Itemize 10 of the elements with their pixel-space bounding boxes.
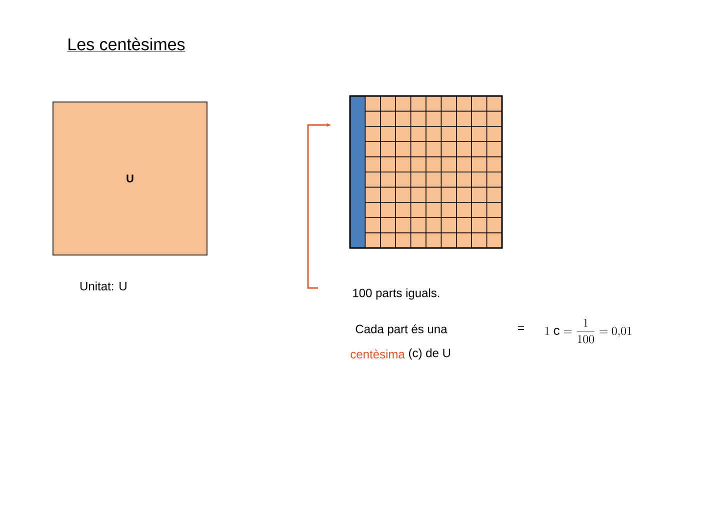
formula: $1\ \mathrm{c}=\frac{1}{100}=0{,}01$ xyxy=(545,318,632,344)
title: Les centèsimes xyxy=(67,38,186,52)
hundred-grid-drawing xyxy=(349,95,503,249)
text: (c) de U xyxy=(409,348,450,360)
unit-square: U xyxy=(52,102,208,256)
equals-sign: = xyxy=(518,326,524,330)
node-label: Unitat: U xyxy=(80,282,126,290)
text: 100 parts iguals. xyxy=(353,288,440,300)
text: Cada part és una xyxy=(356,324,448,336)
highlighted-word: centèsima xyxy=(350,350,405,358)
